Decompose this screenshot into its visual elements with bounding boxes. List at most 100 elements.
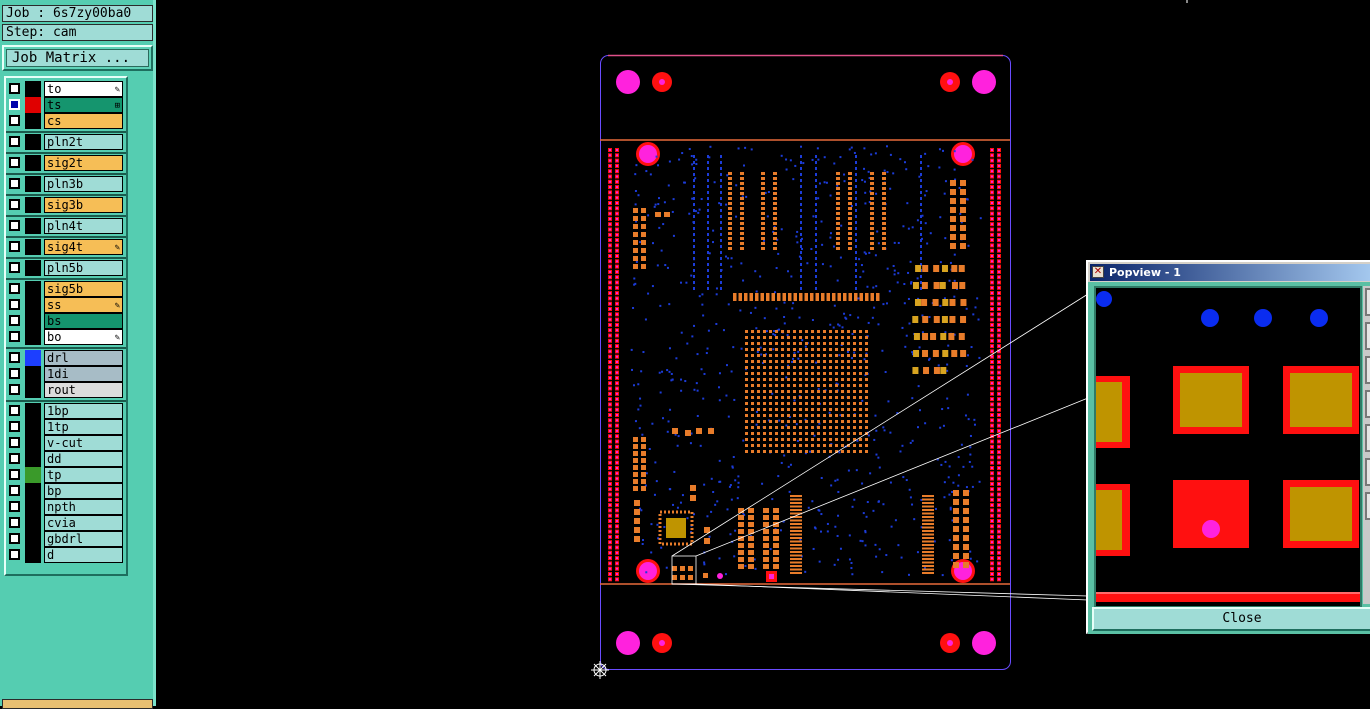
- layer-checkbox[interactable]: [9, 368, 20, 379]
- graphics-canvas[interactable]: [156, 0, 1370, 706]
- layer-row-bs[interactable]: bs: [6, 313, 126, 329]
- layer-checkbox[interactable]: [9, 262, 20, 273]
- layer-name[interactable]: bo✎: [44, 329, 123, 345]
- zoom-home-button[interactable]: [1365, 356, 1370, 384]
- layer-color-swatch[interactable]: [25, 81, 41, 97]
- layer-name[interactable]: d: [44, 547, 123, 563]
- layer-row-tp[interactable]: tp: [6, 467, 126, 483]
- layer-checkbox[interactable]: [9, 405, 20, 416]
- layer-color-swatch[interactable]: [25, 197, 41, 213]
- zoom-in-button[interactable]: [1365, 288, 1370, 316]
- layer-row-pln2t[interactable]: pln2t: [6, 134, 126, 150]
- layer-name[interactable]: sig4t✎: [44, 239, 123, 255]
- layer-color-swatch[interactable]: [25, 483, 41, 499]
- layer-color-swatch[interactable]: [25, 366, 41, 382]
- layer-color-swatch[interactable]: [25, 531, 41, 547]
- layer-color-swatch[interactable]: [25, 547, 41, 563]
- layer-color-swatch[interactable]: [25, 419, 41, 435]
- layer-color-swatch[interactable]: [25, 467, 41, 483]
- layer-row-1di[interactable]: 1di: [6, 366, 126, 382]
- job-matrix-button[interactable]: Job Matrix ...: [2, 45, 153, 71]
- layer-row-cs[interactable]: cs: [6, 113, 126, 129]
- layer-name[interactable]: pln2t: [44, 134, 123, 150]
- layer-checkbox[interactable]: [9, 99, 20, 110]
- layer-name[interactable]: v-cut: [44, 435, 123, 451]
- layer-row-1bp[interactable]: 1bp: [6, 403, 126, 419]
- layer-row-1tp[interactable]: 1tp: [6, 419, 126, 435]
- layer-color-swatch[interactable]: [25, 297, 41, 313]
- layer-checkbox[interactable]: [9, 136, 20, 147]
- layer-color-swatch[interactable]: [25, 499, 41, 515]
- zoom-out-button[interactable]: [1365, 322, 1370, 350]
- layer-checkbox[interactable]: [9, 283, 20, 294]
- layer-checkbox[interactable]: [9, 83, 20, 94]
- layer-row-pln5b[interactable]: pln5b: [6, 260, 126, 276]
- popview-window-icon[interactable]: ✕: [1092, 266, 1104, 278]
- zoom-back-button[interactable]: [1365, 390, 1370, 418]
- layer-name[interactable]: 1bp: [44, 403, 123, 419]
- layer-name[interactable]: sig3b: [44, 197, 123, 213]
- layer-checkbox[interactable]: [9, 469, 20, 480]
- layer-row-bp[interactable]: bp: [6, 483, 126, 499]
- layer-name[interactable]: rout: [44, 382, 123, 398]
- layer-checkbox[interactable]: [9, 157, 20, 168]
- layer-color-swatch[interactable]: [25, 515, 41, 531]
- layer-row-pln3b[interactable]: pln3b: [6, 176, 126, 192]
- layer-name[interactable]: sig2t: [44, 155, 123, 171]
- layer-row-npth[interactable]: npth: [6, 499, 126, 515]
- layer-row-sig2t[interactable]: sig2t: [6, 155, 126, 171]
- layer-checkbox[interactable]: [9, 178, 20, 189]
- layer-name[interactable]: 1tp: [44, 419, 123, 435]
- layer-name[interactable]: cs: [44, 113, 123, 129]
- layer-color-swatch[interactable]: [25, 218, 41, 234]
- layer-row-ss[interactable]: ss✎: [6, 297, 126, 313]
- layer-name[interactable]: drl: [44, 350, 123, 366]
- layer-row-drl[interactable]: drl: [6, 350, 126, 366]
- layer-row-sig4t[interactable]: sig4t✎: [6, 239, 126, 255]
- popview-window[interactable]: ✕ Popview - 1 Close: [1086, 260, 1370, 634]
- layer-row-ts[interactable]: ts⊞: [6, 97, 126, 113]
- layer-checkbox[interactable]: [9, 384, 20, 395]
- layer-color-swatch[interactable]: [25, 134, 41, 150]
- layer-row-sig5b[interactable]: sig5b: [6, 281, 126, 297]
- layer-name[interactable]: pln4t: [44, 218, 123, 234]
- popview-titlebar[interactable]: ✕ Popview - 1: [1090, 264, 1370, 281]
- layer-checkbox[interactable]: [9, 421, 20, 432]
- view-option-button[interactable]: [1365, 492, 1370, 520]
- layer-color-swatch[interactable]: [25, 329, 41, 345]
- layer-name[interactable]: tp: [44, 467, 123, 483]
- layer-color-swatch[interactable]: [25, 239, 41, 255]
- layer-color-swatch[interactable]: [25, 281, 41, 297]
- layer-row-v-cut[interactable]: v-cut: [6, 435, 126, 451]
- layer-name[interactable]: dd: [44, 451, 123, 467]
- layer-name[interactable]: pln3b: [44, 176, 123, 192]
- layer-checkbox[interactable]: [9, 241, 20, 252]
- close-button[interactable]: Close: [1092, 607, 1370, 631]
- layer-row-dd[interactable]: dd: [6, 451, 126, 467]
- layer-color-swatch[interactable]: [25, 435, 41, 451]
- layer-checkbox[interactable]: [9, 299, 20, 310]
- layer-checkbox[interactable]: [9, 437, 20, 448]
- layer-color-swatch[interactable]: [25, 176, 41, 192]
- layer-name[interactable]: bs: [44, 313, 123, 329]
- layer-checkbox[interactable]: [9, 549, 20, 560]
- layer-row-to[interactable]: to✎: [6, 81, 126, 97]
- layer-color-swatch[interactable]: [25, 155, 41, 171]
- layer-name[interactable]: ts⊞: [44, 97, 123, 113]
- layer-row-cvia[interactable]: cvia: [6, 515, 126, 531]
- layer-checkbox[interactable]: [9, 501, 20, 512]
- measure-button[interactable]: [1365, 458, 1370, 486]
- layer-name[interactable]: bp: [44, 483, 123, 499]
- layer-name[interactable]: pln5b: [44, 260, 123, 276]
- layer-checkbox[interactable]: [9, 533, 20, 544]
- layer-checkbox[interactable]: [9, 199, 20, 210]
- layer-color-swatch[interactable]: [25, 403, 41, 419]
- layer-checkbox[interactable]: [9, 220, 20, 231]
- layer-row-gbdrl[interactable]: gbdrl: [6, 531, 126, 547]
- layer-name[interactable]: npth: [44, 499, 123, 515]
- layer-checkbox[interactable]: [9, 115, 20, 126]
- layer-row-rout[interactable]: rout: [6, 382, 126, 398]
- layer-color-swatch[interactable]: [25, 313, 41, 329]
- layer-color-swatch[interactable]: [25, 113, 41, 129]
- layer-checkbox[interactable]: [9, 485, 20, 496]
